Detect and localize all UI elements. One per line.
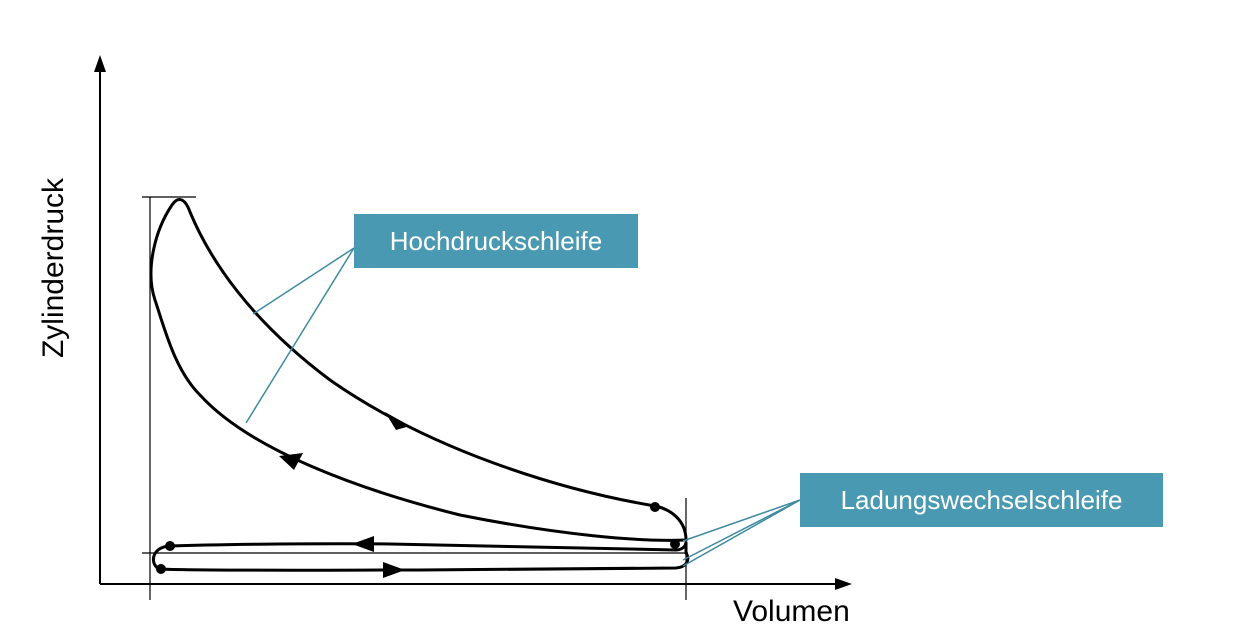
x-axis-arrow-icon: [835, 578, 852, 590]
gas-exchange-loop-curve: [151, 541, 690, 572]
exhaust-arrow-icon: [383, 562, 405, 578]
valve-points: [156, 502, 680, 574]
leader-lines: [245, 247, 801, 567]
compression-arrow-icon: [279, 453, 303, 470]
y-axis-arrow-icon: [94, 55, 106, 72]
expansion-arrow-icon: [385, 412, 410, 430]
gas-exchange-loop-callout: Ladungswechselschleife: [800, 473, 1163, 527]
intake-arrow-icon: [352, 536, 374, 552]
y-axis-label: Zylinderdruck: [37, 177, 70, 359]
high-pressure-loop-curve: [149, 198, 688, 542]
x-axis-label: Volumen: [733, 595, 850, 628]
high-pressure-loop-callout: Hochdruckschleife: [354, 214, 638, 268]
